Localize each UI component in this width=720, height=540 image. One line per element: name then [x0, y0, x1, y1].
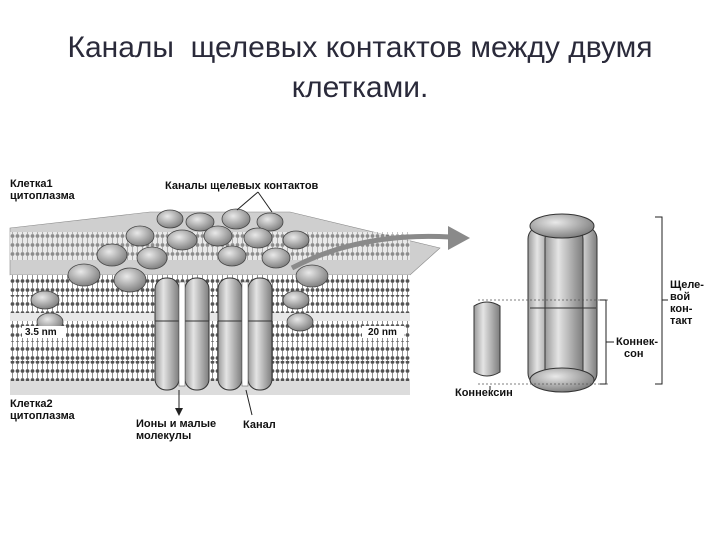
lower-membrane	[10, 321, 410, 395]
upper-membrane	[10, 275, 410, 321]
connexon-pair	[527, 213, 598, 393]
cell1-line1: Клетка1	[10, 178, 53, 190]
ions-line1: Ионы и малые	[136, 418, 217, 430]
cell1-label: Клетка1 цитоплазма	[10, 178, 75, 202]
cell1-line2: цитоплазма	[10, 190, 75, 202]
title-line-1: Каналы щелевых контактов между двумя	[67, 31, 653, 64]
dotted-guides	[478, 299, 610, 385]
curved-arrow	[290, 226, 470, 271]
connexon-line1: Коннек-	[616, 336, 659, 348]
gap-line1: Щеле-	[670, 279, 704, 291]
cell2-line1: Клетка2	[10, 398, 53, 410]
ions-line2: молекулы	[136, 430, 192, 442]
gap-line3: кон-	[670, 303, 693, 315]
gap-line2: вой	[670, 291, 691, 303]
brackets	[489, 216, 668, 390]
connexon-line2: сон	[624, 348, 644, 360]
gap-junction-label: Щеле- вой кон- такт	[670, 279, 704, 327]
ions-arrow	[175, 389, 253, 416]
cell2-line2: цитоплазма	[10, 410, 75, 422]
connexin-label: Коннексин	[455, 387, 513, 399]
ions-label: Ионы и малые молекулы	[136, 418, 216, 442]
distance-left-label: 3.5 nm	[25, 327, 57, 338]
connexon-label: Коннек- сон	[616, 336, 658, 360]
title-line-2: клетками.	[291, 71, 429, 104]
channels-label-leaders	[236, 191, 273, 213]
channels-label: Каналы щелевых контактов	[165, 180, 319, 192]
channel-pores	[178, 281, 249, 387]
distance-right-label: 20 nm	[368, 327, 397, 338]
cell2-label: Клетка2 цитоплазма	[10, 398, 75, 422]
slide-title: Каналы щелевых контактов между двумя кле…	[0, 28, 720, 108]
single-connexin	[473, 301, 501, 377]
channel-cylinders	[154, 277, 273, 391]
channel-label: Канал	[243, 419, 276, 431]
distance-markers	[22, 326, 404, 338]
gap-line4: такт	[670, 315, 693, 327]
